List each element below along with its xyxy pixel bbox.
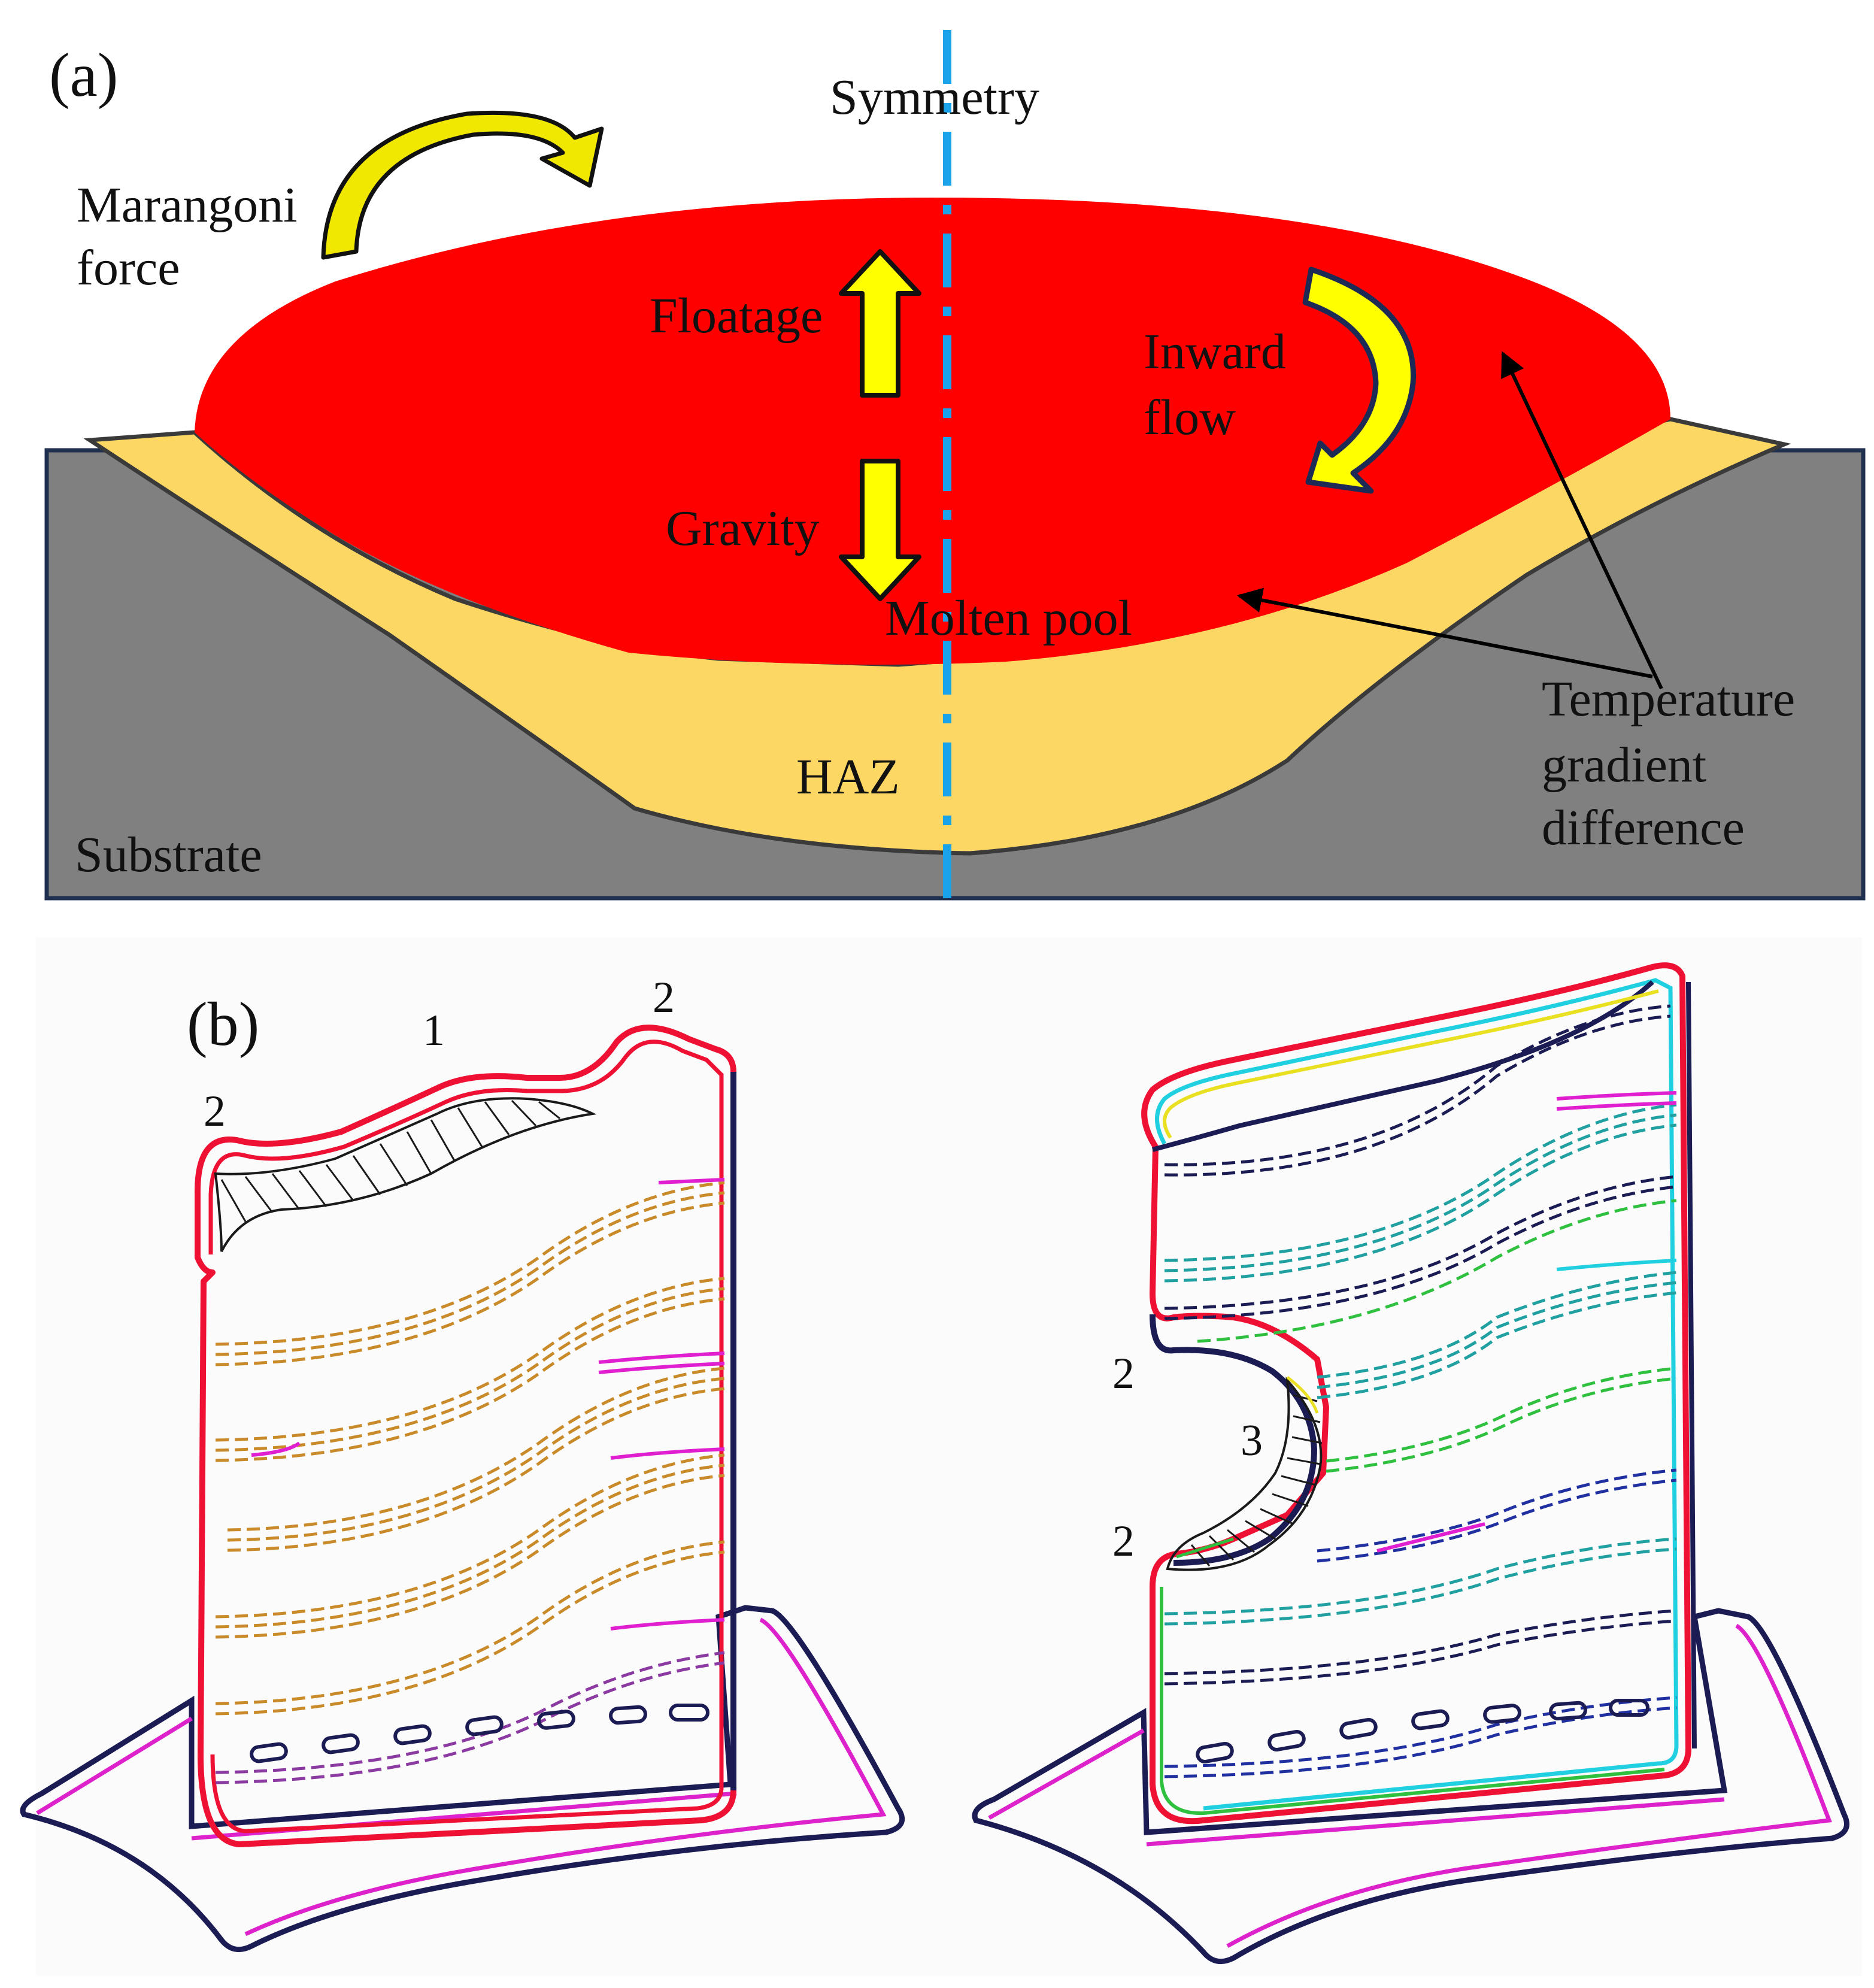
symmetry-label: Symmetry [830,69,1039,125]
inward-flow-label-line1: Inward [1144,324,1286,380]
right-blade-outline-navy [1151,980,1697,1749]
marangoni-label-line2: force [77,240,180,296]
left-cooling-holes [250,1704,709,1763]
right-hatched-deposit [1166,1376,1323,1571]
right-label-2-bottom: 2 [1112,1517,1135,1566]
blade-left: 1 2 2 [20,973,905,1953]
blade-right: 2 3 2 [972,962,1849,1965]
gravity-arrow [839,459,921,601]
gravity-label: Gravity [666,501,820,556]
right-blade-outline-cyan [1155,978,1679,1811]
left-blade-outline-inner [208,1040,724,1834]
right-label-3: 3 [1241,1416,1263,1465]
right-platform-inner [988,1623,1832,1948]
right-blade-outline-yellow [1163,989,1659,1139]
right-cooling-lines [1164,1004,1677,1778]
temp-pointer-lower [1236,587,1653,678]
right-blade-outline [1141,962,1691,1825]
left-blade-outline [195,1025,736,1847]
right-label-2-top: 2 [1112,1349,1135,1398]
left-label-2-right: 2 [653,973,675,1022]
left-hatched-deposit [214,1097,597,1252]
marangoni-arrow [321,110,604,260]
right-cooling-holes [1196,1699,1649,1763]
left-cooling-lines [215,1178,725,1784]
temp-gradient-label-line1: Temperature [1542,671,1795,727]
temp-pointer-upper [1501,351,1663,690]
floatage-label: Floatage [650,288,823,344]
panel-a: (a) Symmetry Marangoni force Floatage Gr… [44,30,1866,901]
right-blade-outline-green [1160,1587,1665,1816]
marangoni-label-line1: Marangoni [77,177,298,233]
panel-b-label: (b) [187,990,259,1059]
temp-gradient-label-line2: gradient [1542,737,1706,793]
floatage-arrow-shape [839,249,921,398]
left-platform [20,1605,905,1953]
inward-flow-label-line2: flow [1144,390,1236,446]
right-platform [972,1608,1849,1965]
haz-label: HAZ [796,749,900,805]
panel-a-label: (a) [49,41,118,110]
substrate-label: Substrate [75,827,262,883]
right-notch-outline [1150,1314,1318,1566]
molten-pool [195,198,1670,665]
left-label-2-left: 2 [204,1087,226,1136]
panel-b: (b) [20,937,1862,1976]
left-label-1: 1 [423,1006,445,1055]
temp-gradient-label-line3: difference [1542,800,1745,856]
inward-flow-arrow [1302,266,1417,494]
molten-pool-label: Molten pool [885,590,1132,646]
